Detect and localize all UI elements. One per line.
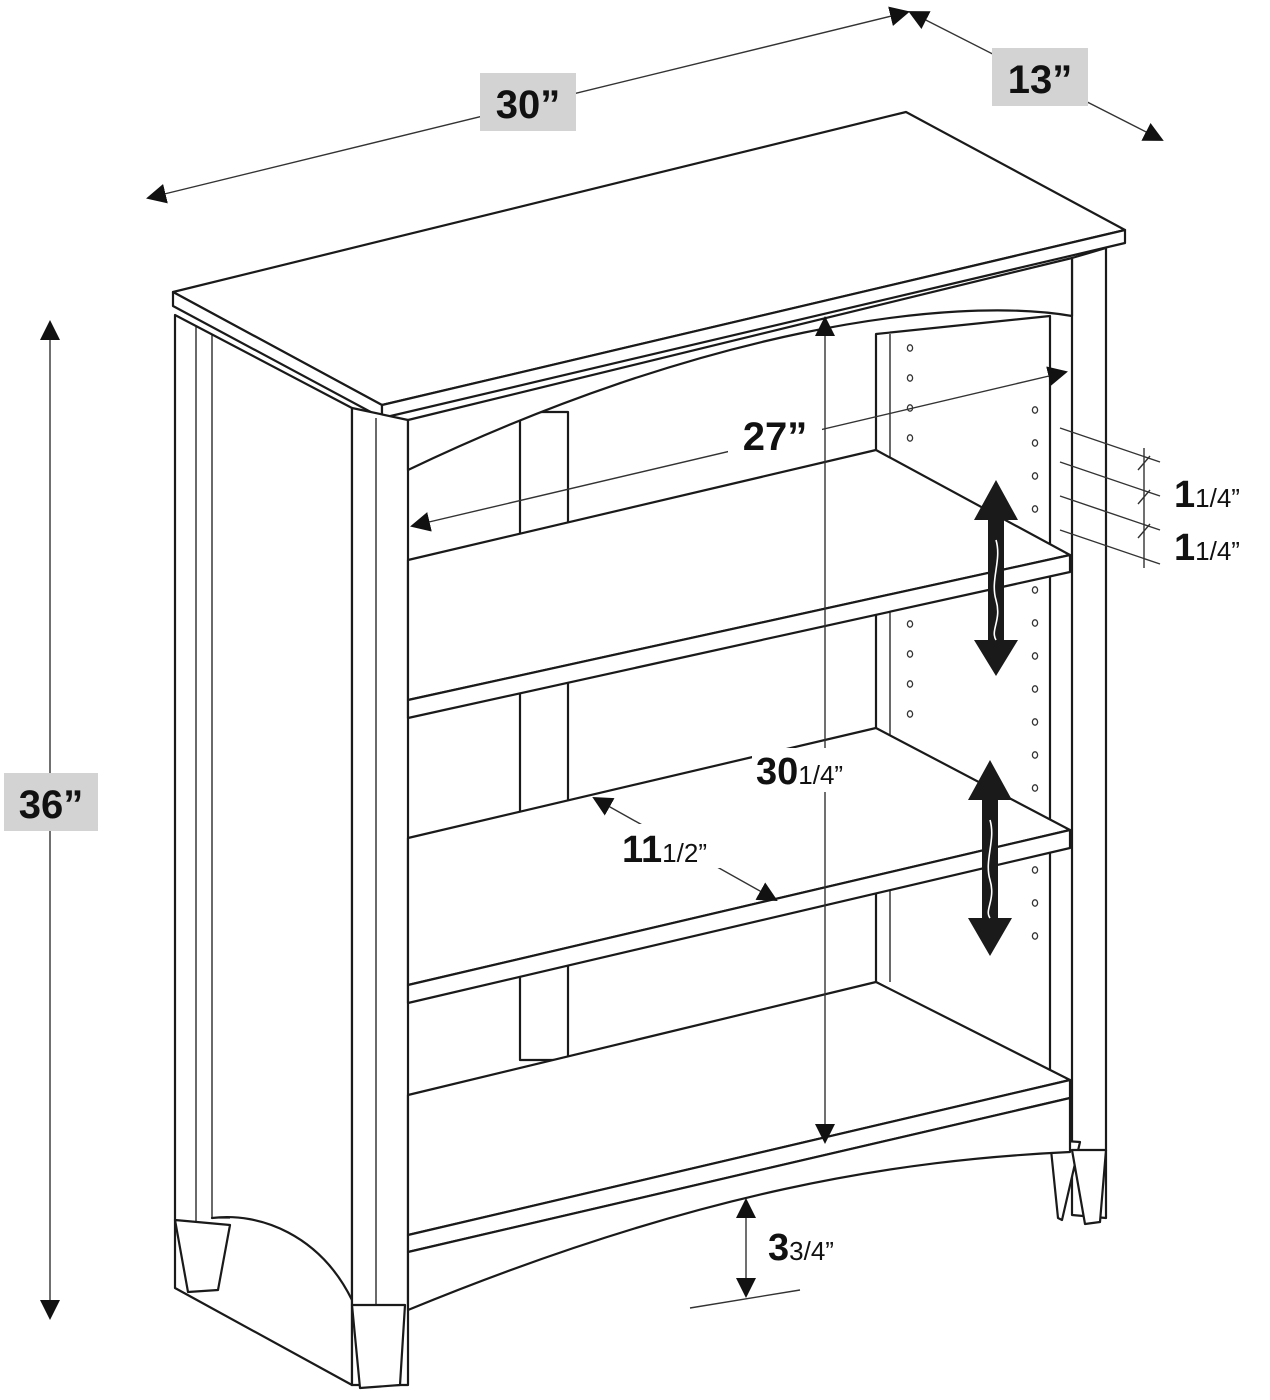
height-label: 36” xyxy=(4,773,98,831)
shelf-pin-hole xyxy=(1031,406,1039,414)
front-right-stile xyxy=(1048,246,1108,1226)
height-label-text: 36” xyxy=(19,783,84,827)
interior-height-label: 301/4” xyxy=(752,748,882,793)
shelf-pin-hole xyxy=(1031,866,1039,874)
shelf-pin-hole xyxy=(1031,899,1039,907)
hole-spacing-label-1: 11/4” xyxy=(1174,474,1240,516)
shelf-pin-hole xyxy=(1031,685,1039,693)
back-interior xyxy=(874,314,1052,1080)
shelf-pin-hole xyxy=(1031,718,1039,726)
depth-label: 13” xyxy=(992,48,1088,106)
shelf-pin-hole xyxy=(1031,472,1039,480)
shelf-pin-hole xyxy=(906,344,914,352)
shelf-depth-label: 111/2” xyxy=(618,824,742,871)
bookcase-drawing xyxy=(171,110,1127,1390)
double-arrow-icon xyxy=(968,760,1012,956)
shelf-pin-hole xyxy=(1031,505,1039,513)
shelf-pin-hole xyxy=(906,650,914,658)
left-side-panel xyxy=(173,313,354,1387)
front-left-stile xyxy=(350,406,410,1390)
shelf-pin-hole xyxy=(906,710,914,718)
bottom-apron xyxy=(406,1096,1072,1312)
shelf-pin-hole xyxy=(906,620,914,628)
width-label: 30” xyxy=(480,73,576,131)
shelf-pin-hole xyxy=(1031,751,1039,759)
hole-spacing-label-2-text: 11/4” xyxy=(1174,527,1240,569)
shelf-pin-hole xyxy=(906,680,914,688)
shelf-pin-hole xyxy=(1031,586,1039,594)
shelf-depth-label-text: 111/2” xyxy=(622,829,707,871)
shelf-pin-hole xyxy=(906,434,914,442)
hole-spacing-label-2: 11/4” xyxy=(1174,527,1240,569)
interior-width-label-text: 27” xyxy=(743,415,808,459)
shelf-pin-hole xyxy=(1031,652,1039,660)
depth-label-text: 13” xyxy=(1008,58,1073,102)
shelf-pin-hole xyxy=(1031,784,1039,792)
clearance-label-text: 33/4” xyxy=(768,1227,834,1269)
shelf-pin-hole xyxy=(906,374,914,382)
width-label-text: 30” xyxy=(496,83,561,127)
double-arrow-icon xyxy=(974,480,1018,676)
shelf-pin-hole xyxy=(1031,619,1039,627)
clearance-label: 33/4” xyxy=(768,1227,834,1269)
interior-width-label: 27” xyxy=(728,405,822,459)
hole-spacing-label-1-text: 11/4” xyxy=(1174,474,1240,516)
interior-height-label-text: 301/4” xyxy=(756,751,843,793)
shelf-pin-hole xyxy=(1031,932,1039,940)
shelf-pin-hole xyxy=(1031,439,1039,447)
